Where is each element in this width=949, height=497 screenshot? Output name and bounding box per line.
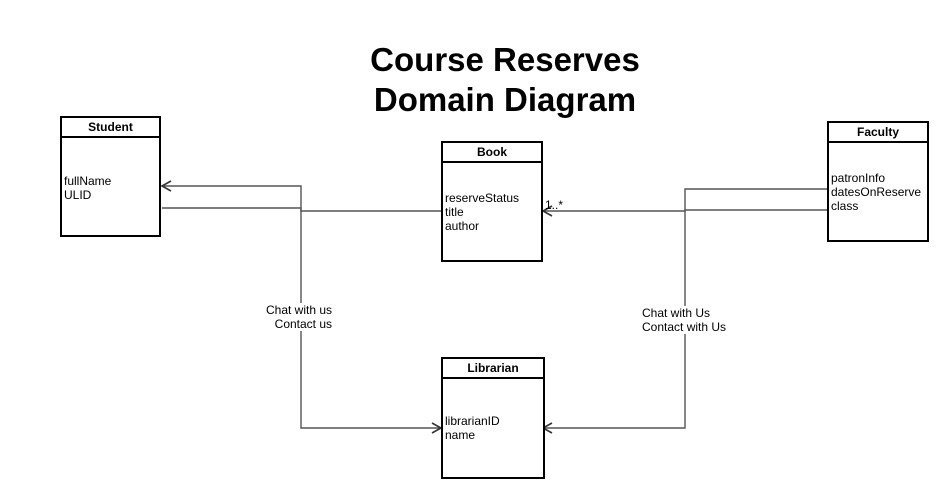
student-class: Student fullName ULID	[60, 116, 161, 237]
librarian-attr-librarianid: librarianID	[445, 414, 500, 428]
librarian-class-name: Librarian	[443, 359, 543, 379]
book-attr-title: title	[445, 205, 464, 219]
student-attributes: fullName ULID	[64, 174, 111, 202]
faculty-attr-datesonreserve: datesOnReserve	[831, 185, 922, 199]
book-attr-author: author	[445, 219, 480, 233]
title-line-1: Course Reserves	[370, 41, 640, 78]
book-class-name: Book	[443, 143, 541, 163]
faculty-librarian-label-line1: Chat with Us	[642, 306, 711, 320]
student-class-name: Student	[62, 118, 159, 138]
faculty-class-name: Faculty	[829, 123, 927, 143]
book-class: Book reserveStatus title author	[441, 141, 543, 262]
diagram-title: Course Reserves Domain Diagram	[300, 40, 710, 120]
faculty-librarian-label: Chat with Us Contact with Us	[642, 306, 727, 334]
librarian-attr-name: name	[445, 428, 476, 442]
student-attr-fullname: fullName	[64, 174, 112, 188]
edge-book-student	[160, 180, 441, 212]
edge-faculty-book	[541, 188, 827, 217]
faculty-attributes: patronInfo datesOnReserve class	[831, 171, 921, 213]
book-attr-reservestatus: reserveStatus	[445, 191, 520, 205]
student-librarian-label-line1: Chat with us	[266, 303, 333, 317]
student-attr-ulid: ULID	[64, 188, 92, 202]
faculty-librarian-label-line2: Contact with Us	[642, 320, 727, 334]
librarian-class: Librarian librarianID name	[441, 357, 545, 479]
student-librarian-label: Chat with us Contact us	[266, 303, 333, 331]
faculty-class: Faculty patronInfo datesOnReserve class	[827, 121, 929, 242]
faculty-attr-class: class	[831, 199, 859, 213]
book-attributes: reserveStatus title author	[445, 191, 519, 233]
librarian-attributes: librarianID name	[445, 414, 500, 442]
faculty-attr-patroninfo: patronInfo	[831, 171, 886, 185]
student-librarian-label-line2: Contact us	[274, 317, 333, 331]
title-line-2: Domain Diagram	[373, 81, 637, 118]
multiplicity-label: 1..*	[545, 198, 564, 212]
